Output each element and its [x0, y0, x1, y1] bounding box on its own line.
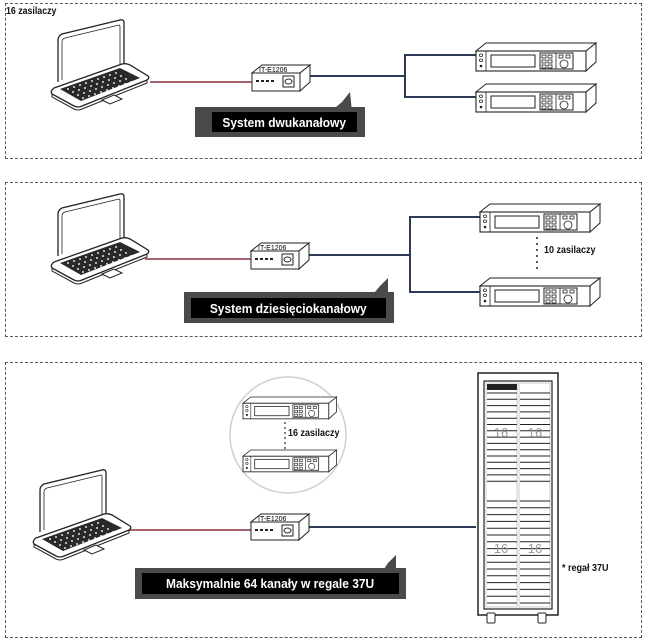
cables [145, 216, 538, 293]
callout-text: System dziesięciokanałowy [210, 300, 367, 316]
interface-box-icon: IT-E1206 [250, 513, 310, 541]
bubble-count-note: 16 zasilaczy [288, 428, 340, 439]
panel-dual-channel [5, 3, 642, 159]
callout-ten-channel: System dziesięciokanałowy [184, 292, 394, 323]
rack-group-label: 16 [494, 541, 508, 556]
rack-note: * regał 37U [562, 563, 609, 574]
rack-group-label: 16 [528, 541, 542, 556]
power-supply-count-note: 10 zasilaczy [544, 245, 596, 256]
rack-group-label: 16 [494, 425, 508, 440]
callout-rack-system: Maksymalnie 64 kanały w regale 37U [135, 568, 406, 599]
hub-model-label: IT-E1206 [258, 516, 287, 523]
usb-cable [150, 54, 477, 98]
hub-model-label: IT-E1206 [259, 67, 288, 74]
callout-text: System dwukanałowy [222, 114, 347, 130]
power-supply-count-label: 16 zasilaczy [6, 6, 57, 17]
hub-model-label: IT-E1206 [258, 245, 287, 252]
panel-ten-channel [5, 182, 642, 337]
callout-dual-channel: System dwukanałowy [195, 107, 365, 137]
rack-caster [486, 612, 547, 624]
interface-box-icon: IT-E1206 [251, 64, 311, 92]
rack-group-label: 16 [528, 425, 542, 440]
interface-box-icon: IT-E1206 [250, 242, 310, 270]
panel-rack-system [5, 362, 642, 638]
laptop-icon [32, 469, 132, 561]
callout-text: Maksymalnie 64 kanały w regale 37U [166, 576, 375, 591]
rack-cabinet-icon: 16 16 16 16 [477, 372, 559, 624]
